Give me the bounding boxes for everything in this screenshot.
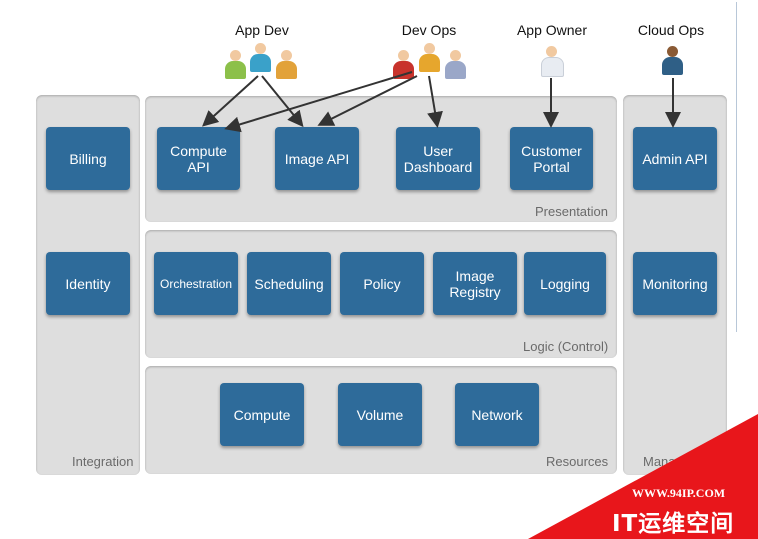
arrow-devops-image bbox=[317, 75, 418, 126]
network-box: Network bbox=[455, 383, 539, 446]
arrow-appdev-compute bbox=[202, 75, 259, 127]
monitoring-box: Monitoring bbox=[633, 252, 717, 315]
policy-box: Policy bbox=[340, 252, 424, 315]
logging-box: Logging bbox=[524, 252, 606, 315]
role-app-owner: App Owner bbox=[516, 22, 588, 38]
right-divider bbox=[736, 2, 737, 332]
resources-label: Resources bbox=[546, 454, 609, 469]
customer-portal-box: Customer Portal bbox=[510, 127, 593, 190]
image-registry-box: Image Registry bbox=[433, 252, 517, 315]
arrow-appdev-image bbox=[261, 75, 304, 128]
compute-api-box: Compute API bbox=[157, 127, 240, 190]
watermark-url: WWW.94IP.COM bbox=[632, 486, 726, 500]
orchestration-box: Orchestration bbox=[154, 252, 238, 315]
integration-label: Integration bbox=[72, 454, 134, 469]
arrow-devops-dashboard bbox=[427, 75, 443, 128]
role-app-dev: App Dev bbox=[235, 22, 289, 38]
user-dashboard-box: User Dashboard bbox=[396, 127, 480, 190]
watermark-text: IT运维空间 bbox=[612, 511, 735, 537]
compute-box: Compute bbox=[220, 383, 304, 446]
logic-label: Logic (Control) bbox=[523, 339, 609, 354]
scheduling-box: Scheduling bbox=[247, 252, 331, 315]
role-dev-ops: Dev Ops bbox=[401, 22, 457, 38]
billing-box: Billing bbox=[46, 127, 130, 190]
watermark-banner bbox=[528, 414, 758, 539]
admin-api-box: Admin API bbox=[633, 127, 717, 190]
arrow-devops-compute bbox=[224, 71, 413, 133]
presentation-label: Presentation bbox=[535, 204, 608, 219]
image-api-box: Image API bbox=[275, 127, 359, 190]
identity-box: Identity bbox=[46, 252, 130, 315]
volume-box: Volume bbox=[338, 383, 422, 446]
role-cloud-ops: Cloud Ops bbox=[637, 22, 705, 38]
